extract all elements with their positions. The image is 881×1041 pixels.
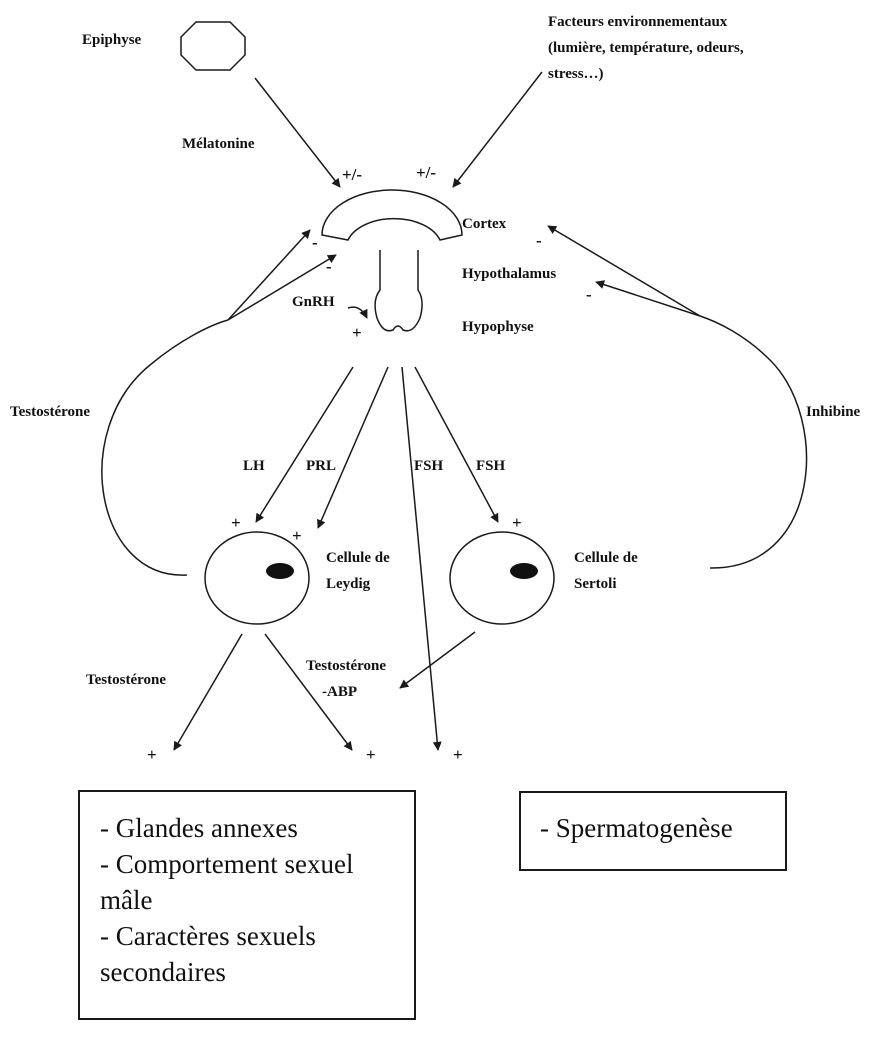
- epiphyse-octagon: [180, 21, 246, 71]
- effects-left-line2: - Comportement sexuel: [100, 849, 353, 879]
- gnrh-label: GnRH: [292, 294, 335, 310]
- inhibine-to-cortex-arrow: [547, 225, 701, 317]
- prl-arrow: [317, 366, 389, 529]
- effects-left-line3: mâle: [100, 885, 152, 915]
- glands-sign: +: [147, 745, 157, 764]
- env-sign: +/-: [416, 163, 436, 182]
- gnrh-sign: +: [352, 323, 362, 342]
- prl-label: PRL: [306, 458, 336, 474]
- melatonine-arrow: [254, 77, 341, 188]
- fsh-sertoli-arrow: [414, 366, 499, 523]
- epiphyse-label: Epiphyse: [82, 32, 142, 48]
- inhibine-to-hypothalamus-arrow: [595, 280, 701, 317]
- env-factors-line3: stress…): [548, 66, 604, 82]
- testosterone-hypothalamus-sign: -: [326, 257, 332, 276]
- testosterone-glands-arrow: [173, 633, 243, 751]
- cortex-label: Cortex: [462, 216, 507, 232]
- hypothalamus-label: Hypothalamus: [462, 266, 556, 282]
- inhibine-hypothalamus-sign: -: [586, 285, 592, 304]
- sertoli-label-line1: Cellule de: [574, 550, 638, 566]
- testosterone-bottom-label: Testostérone: [86, 672, 166, 688]
- effects-left-line4: - Caractères sexuels: [100, 921, 316, 951]
- testosterone-to-cortex-arrow: [227, 229, 311, 321]
- fsh-long-arrow: [401, 366, 442, 751]
- effects-box-left: [78, 790, 416, 1020]
- env-factors-arrow: [452, 71, 543, 188]
- inhibine-label: Inhibine: [806, 404, 861, 420]
- leydig-nucleus: [266, 563, 294, 579]
- testosterone-cortex-sign: -: [312, 233, 318, 252]
- env-factors-title: Facteurs environnementaux: [548, 14, 728, 30]
- env-factors-line2: (lumière, température, odeurs,: [548, 40, 744, 56]
- melatonine-sign: +/-: [342, 165, 362, 184]
- abp-sign: +: [366, 745, 376, 764]
- gnrh-arrow: [347, 306, 368, 319]
- inhibine-cortex-sign: -: [536, 231, 542, 250]
- testosterone-feedback-curve: [101, 319, 229, 576]
- effects-left-line1: - Glandes annexes: [100, 813, 298, 843]
- cortex-shape: [321, 189, 463, 241]
- testosterone-to-hypothalamus-arrow: [227, 254, 337, 321]
- inhibine-feedback-curve: [699, 315, 808, 569]
- effects-left-line5: secondaires: [100, 957, 226, 987]
- melatonine-label: Mélatonine: [182, 136, 255, 152]
- sertoli-nucleus: [510, 563, 538, 579]
- fsh-label-1: FSH: [414, 458, 444, 474]
- testo-abp-label-line2: -ABP: [322, 684, 357, 700]
- prl-sign: +: [292, 526, 302, 545]
- sertoli-label-line2: Sertoli: [574, 576, 617, 592]
- sertoli-cell: [449, 531, 555, 625]
- fsh-target-sign: +: [453, 745, 463, 764]
- effects-right-line1: - Spermatogenèse: [540, 813, 733, 843]
- testosterone-abp-arrow: [264, 633, 353, 751]
- testosterone-left-label: Testostérone: [10, 404, 90, 420]
- leydig-label-line2: Leydig: [326, 576, 371, 592]
- fsh-sign: +: [512, 513, 522, 532]
- hypophyse-label: Hypophyse: [462, 319, 534, 335]
- lh-arrow: [255, 366, 354, 523]
- testo-abp-label-line1: Testostérone: [306, 658, 386, 674]
- leydig-cell: [204, 531, 310, 625]
- lh-sign: +: [231, 513, 241, 532]
- fsh-label-2: FSH: [476, 458, 506, 474]
- lh-label: LH: [243, 458, 265, 474]
- effects-box-right: [519, 791, 787, 871]
- leydig-label-line1: Cellule de: [326, 550, 390, 566]
- sertoli-abp-arrow: [399, 631, 476, 689]
- hypothalamus-hypophyse-shape: [374, 250, 423, 332]
